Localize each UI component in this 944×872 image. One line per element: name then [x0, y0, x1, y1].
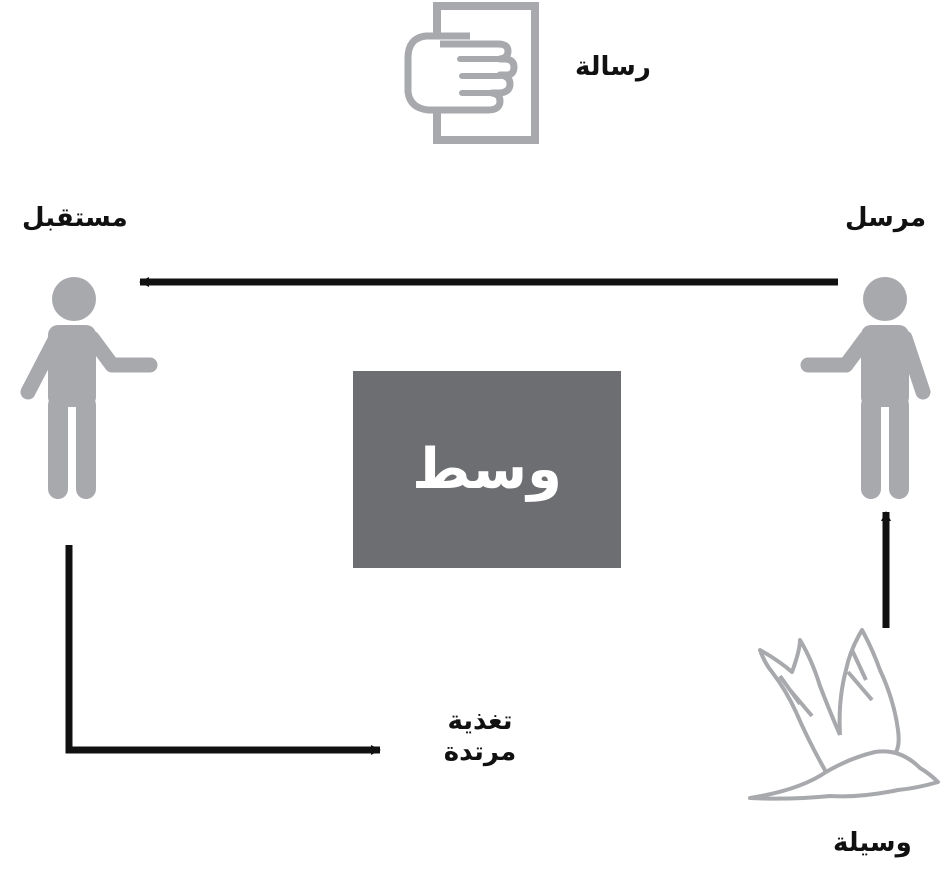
sender-person-icon [800, 277, 931, 499]
feedback-label-line1: تغذية [447, 706, 513, 736]
receiver-person-icon [20, 277, 158, 499]
dove-icon [748, 628, 940, 801]
feedback-label: تغذية مرتدة [440, 706, 520, 768]
message-icon [404, 2, 539, 144]
feedback-arrow [65, 545, 381, 755]
receiver-label: مستقبل [22, 203, 128, 233]
medium-label: وسط [412, 437, 562, 502]
medium-box: وسط [353, 371, 621, 568]
message-label: رسالة [575, 52, 651, 82]
sender-label: مرسل [845, 203, 927, 233]
feedback-label-line2: مرتدة [443, 737, 517, 768]
channel-label: وسيلة [833, 828, 912, 858]
